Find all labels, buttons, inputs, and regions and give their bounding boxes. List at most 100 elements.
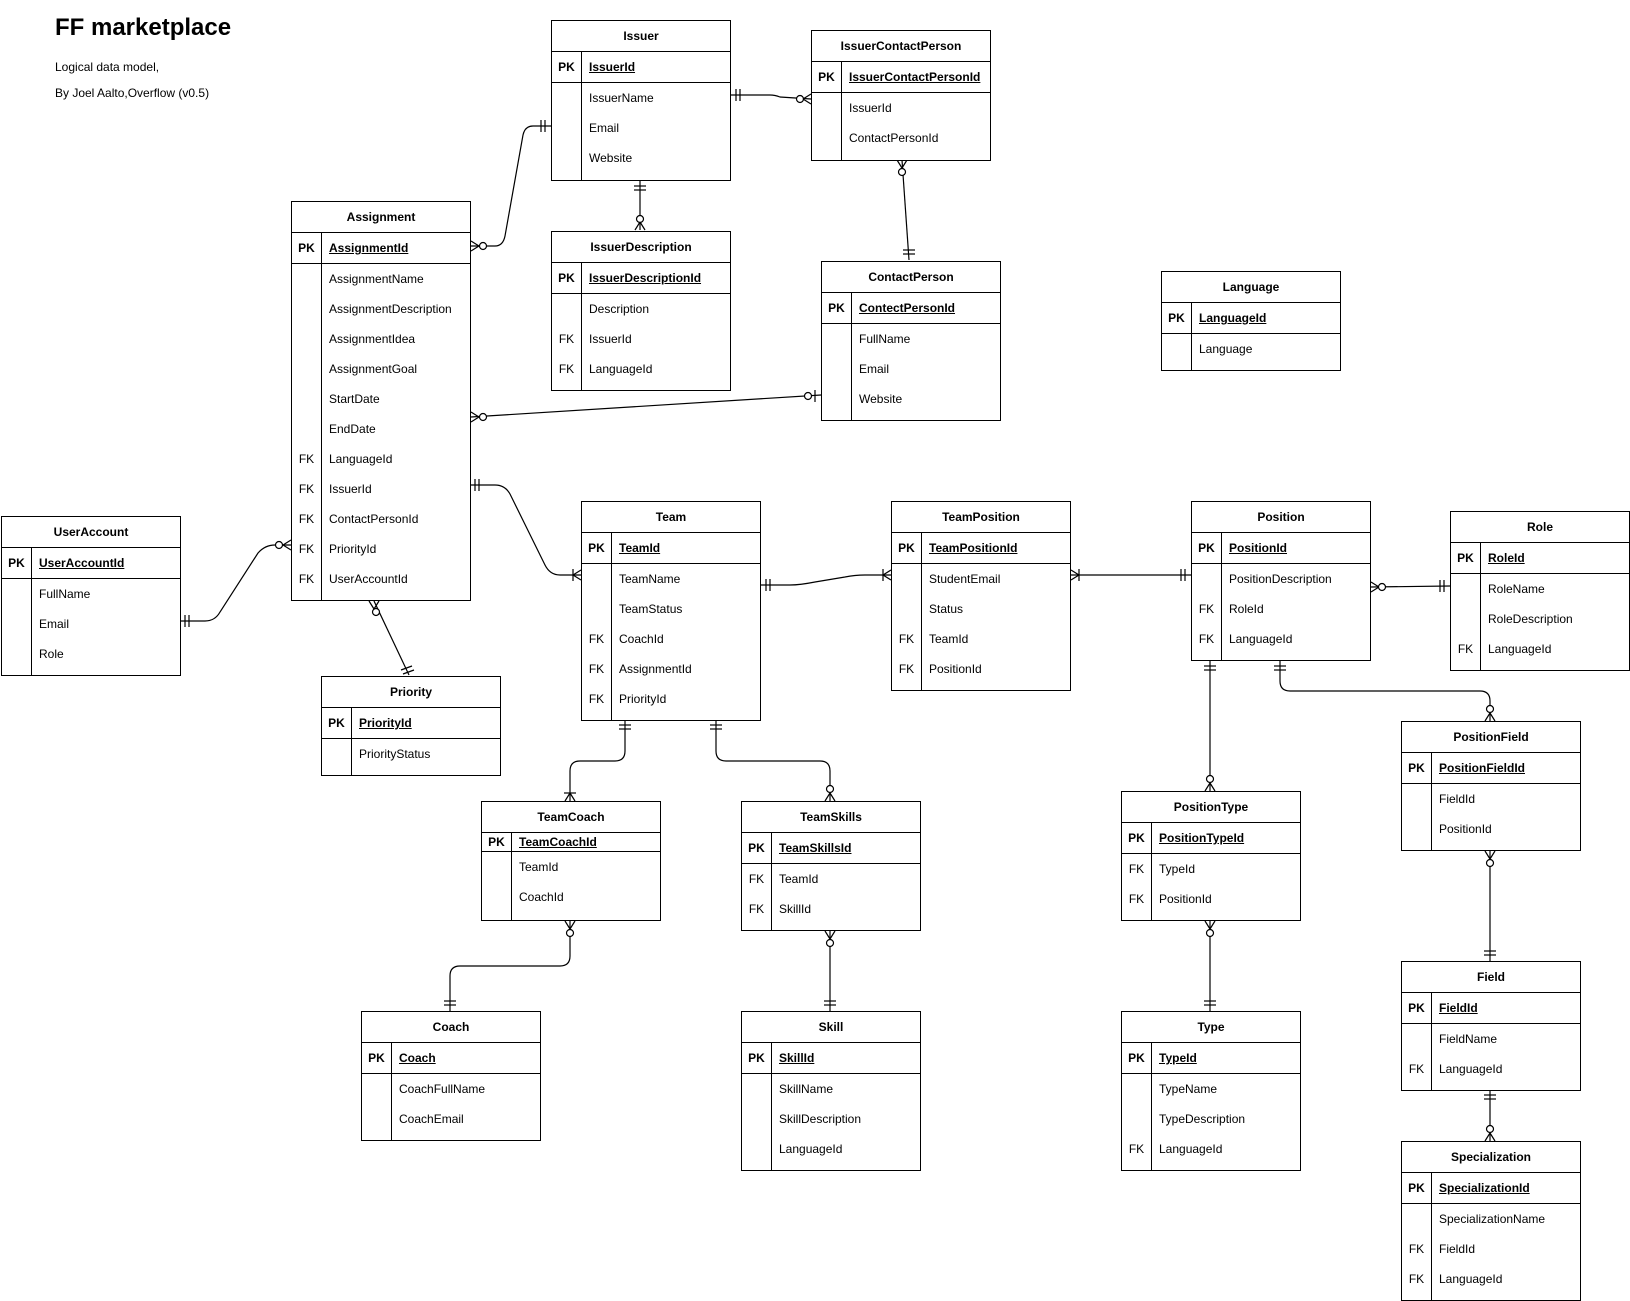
field-name: PositionId <box>1229 541 1287 555</box>
key-label <box>552 143 582 173</box>
field-name: AssignmentGoal <box>329 362 418 376</box>
key-label: FK <box>1192 624 1222 654</box>
diagram-author: By Joel Aalto,Overflow (v0.5) <box>55 86 210 100</box>
key-label <box>552 83 582 113</box>
row-spacer <box>322 769 500 775</box>
field-name: IssuerId <box>589 332 632 346</box>
key-label: PK <box>1402 993 1432 1023</box>
field-name: TeamSkillsId <box>779 841 852 855</box>
field-name: Description <box>589 302 650 316</box>
field-name: RoleId <box>1229 602 1264 616</box>
field-name: IssuerContactPersonId <box>849 70 981 84</box>
key-label: FK <box>552 324 582 354</box>
field-row: AssignmentDescription <box>292 294 470 324</box>
field-name: IssuerName <box>589 91 654 105</box>
field-name: AssignmentId <box>329 241 409 255</box>
field-row: RoleDescription <box>1451 604 1629 634</box>
field-row: RoleName <box>1451 574 1629 604</box>
key-label: FK <box>292 564 322 594</box>
field-name: TypeId <box>1159 1051 1197 1065</box>
key-label <box>1402 1204 1432 1234</box>
field-name: LanguageId <box>1439 1062 1503 1076</box>
key-label <box>892 594 922 624</box>
field-name: LanguageId <box>1159 1142 1223 1156</box>
rel-position-positionfield <box>1279 661 1491 721</box>
field-name: TeamId <box>519 860 559 874</box>
field-name: SkillName <box>779 1082 834 1096</box>
key-label <box>822 384 852 414</box>
field-row: Role <box>2 639 180 669</box>
key-label: FK <box>1122 884 1152 914</box>
key-label <box>292 324 322 354</box>
key-label: PK <box>822 293 852 323</box>
entity-name: IssuerContactPerson <box>812 31 990 62</box>
field-name: Website <box>589 151 633 165</box>
key-label: FK <box>582 654 612 684</box>
field-name: Coach <box>399 1051 436 1065</box>
entity-name: ContactPerson <box>822 262 1000 293</box>
rel-assignment-issuer <box>471 125 551 247</box>
field-name: TeamId <box>929 632 969 646</box>
field-row: Email <box>822 354 1000 384</box>
key-label <box>2 609 32 639</box>
rel-assignment-contactperson <box>470 394 822 418</box>
field-name: CoachEmail <box>399 1112 464 1126</box>
field-name: LanguageId <box>329 452 393 466</box>
field-row: StudentEmail <box>892 564 1070 594</box>
entity-name: Position <box>1192 502 1370 533</box>
field-row: SpecializationName <box>1402 1204 1580 1234</box>
field-row: FieldName <box>1402 1024 1580 1054</box>
field-name: PositionTypeId <box>1159 831 1245 845</box>
field-row: ContactPersonId <box>812 123 990 153</box>
field-row: LanguageId <box>742 1134 920 1164</box>
field-name: PositionId <box>929 662 982 676</box>
key-label <box>1451 604 1481 634</box>
field-row: PositionDescription <box>1192 564 1370 594</box>
field-row: CoachEmail <box>362 1104 540 1134</box>
key-label: FK <box>292 474 322 504</box>
field-name: TypeName <box>1159 1082 1218 1096</box>
field-name: StartDate <box>329 392 380 406</box>
field-name: SkillDescription <box>779 1112 862 1126</box>
key-label: PK <box>292 233 322 263</box>
field-name: TypeId <box>1159 862 1196 876</box>
field-row: SkillName <box>742 1074 920 1104</box>
field-name: PriorityId <box>329 542 377 556</box>
field-row: FK IssuerId <box>552 324 730 354</box>
rel-assignment-useraccount <box>181 544 291 622</box>
